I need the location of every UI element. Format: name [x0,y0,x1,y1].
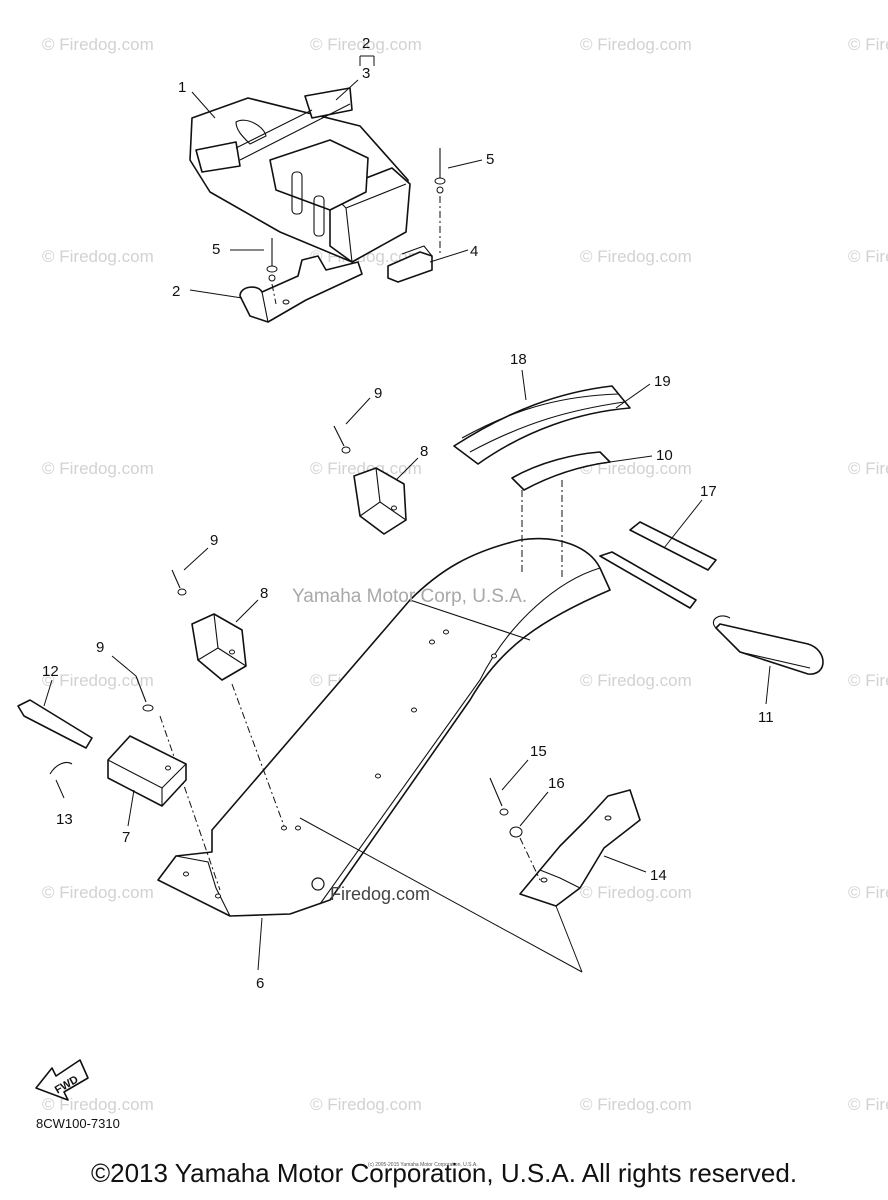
watermark: © Firedog.com [580,247,692,266]
callout-numbers: 1 2 3 5 5 2 4 18 19 10 17 9 8 9 8 9 12 1… [42,35,774,992]
callout-8: 8 [420,443,428,460]
part-7-hinge [107,735,187,807]
callout-7: 7 [122,829,130,846]
watermark: © Firedog.com [42,247,154,266]
inline-watermark-text: Firedog.com [330,884,430,904]
part-13-pin [49,761,73,775]
callout-11: 11 [758,709,774,726]
part-15-screw [489,777,509,816]
callout-5: 5 [212,241,220,258]
part-1-bag [189,87,411,263]
callout-2-bracket: 2 [172,283,180,300]
part-16-washer [509,826,541,881]
callout-2: 2 [362,35,370,52]
watermark: © Firedog.com [580,671,692,690]
callout-14: 14 [650,867,667,884]
watermark: © Firedog.com [310,35,422,54]
watermark: © Firedog.com [848,247,888,266]
watermark: © Firedog.com [848,459,888,478]
drawing-code: 8CW100-7310 [36,1116,120,1131]
callout-15: 15 [530,743,547,760]
callout-1: 1 [178,79,186,96]
callout-19: 19 [654,373,671,390]
part-14-bracket [519,789,641,907]
callout-8: 8 [260,585,268,602]
watermark: © Firedog.com [580,883,692,902]
part-8-clip-lower [191,613,247,681]
watermark: © Firedog.com [848,1095,888,1114]
watermark: © Firedog.com [580,1095,692,1114]
watermark: © Firedog.com [848,883,888,902]
assembly-guides [521,480,563,580]
part-9-screw [135,425,351,891]
inline-watermark: Firedog.com [311,877,430,904]
part-11-rod [712,615,824,675]
callout-9: 9 [210,532,218,549]
callout-9: 9 [374,385,382,402]
callout-13: 13 [56,811,73,828]
callout-12: 12 [42,663,59,680]
callout-9: 9 [96,639,104,656]
part-6-plate [157,537,611,917]
leader-lines [43,55,771,973]
part-18-decal [453,385,631,465]
part-4-clip [387,245,433,283]
callout-16: 16 [548,775,565,792]
footer-copyright: ©2013 Yamaha Motor Corporation, U.S.A. A… [90,1158,798,1188]
watermark: © Firedog.com [310,459,422,478]
callout-5: 5 [486,151,494,168]
watermark: © Firedog.com [848,35,888,54]
callout-4: 4 [470,243,478,260]
watermark: © Firedog.com [580,459,692,478]
watermark: © Firedog.com [848,671,888,690]
watermark: © Firedog.com [42,671,154,690]
watermark: © Firedog.com [42,459,154,478]
small-copyright: (c) 2005-2015 Yamaha Motor Corporation, … [368,1162,478,1168]
part-17-strip [599,521,717,609]
fwd-arrow: FWD [35,1059,89,1101]
callout-17: 17 [700,483,717,500]
part-8-clip-upper [353,467,407,535]
callout-18: 18 [510,351,527,368]
watermark: © Firedog.com [310,1095,422,1114]
watermark: © Firedog.com [580,35,692,54]
part-5-rivet [266,148,446,305]
watermark: © Firedog.com [42,883,154,902]
callout-6: 6 [256,975,264,992]
watermark: © Firedog.com [42,35,154,54]
center-watermark: Yamaha Motor Corp, U.S.A. [292,586,527,607]
callout-10: 10 [656,447,673,464]
watermark: © Firedog.com [42,1095,154,1114]
part-2-bracket [239,255,363,323]
part-12-bolt [17,699,93,749]
callout-3: 3 [362,65,370,82]
